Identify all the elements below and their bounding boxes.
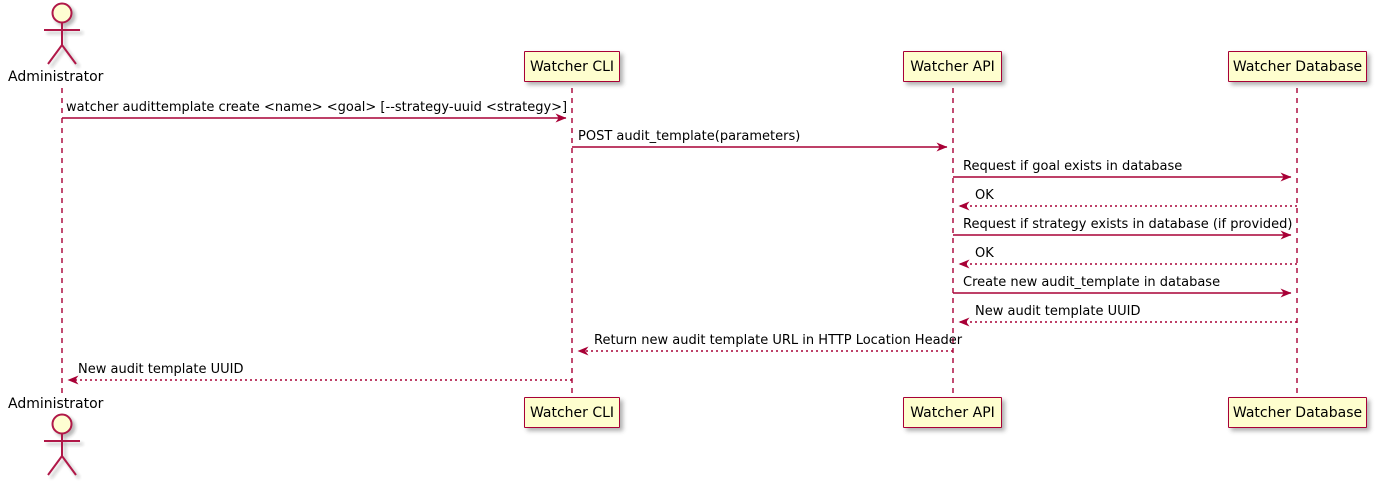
message-label-3: Request if goal exists in database (963, 159, 1183, 174)
participant-box-watcher-api-top[interactable]: Watcher API (903, 51, 1002, 82)
message-label-10: New audit template UUID (78, 362, 244, 377)
participant-box-watcher-cli-bottom[interactable]: Watcher CLI (524, 397, 620, 428)
participant-box-watcher-api-bottom[interactable]: Watcher API (903, 397, 1002, 428)
message-label-5: Request if strategy exists in database (… (963, 217, 1293, 232)
participant-box-watcher-database-bottom[interactable]: Watcher Database (1228, 397, 1367, 428)
message-label-7: Create new audit_template in database (963, 275, 1221, 290)
message-label-9: Return new audit template URL in HTTP Lo… (594, 333, 963, 348)
participant-box-watcher-cli-top[interactable]: Watcher CLI (524, 51, 620, 82)
message-label-6: OK (975, 246, 994, 261)
message-label-4: OK (975, 188, 994, 203)
message-arrows (62, 113, 1297, 385)
actor-label-administrator-top: Administrator (8, 69, 104, 85)
message-label-8: New audit template UUID (975, 304, 1141, 319)
lifelines (61, 88, 1298, 397)
actor-label-administrator-bottom: Administrator (8, 396, 104, 412)
actor-administrator-top (44, 2, 80, 65)
actor-administrator-bottom (44, 413, 80, 476)
participant-box-watcher-database-top[interactable]: Watcher Database (1228, 51, 1367, 82)
message-label-2: POST audit_template(parameters) (578, 129, 801, 144)
message-label-1: watcher audittemplate create <name> <goa… (66, 100, 568, 115)
